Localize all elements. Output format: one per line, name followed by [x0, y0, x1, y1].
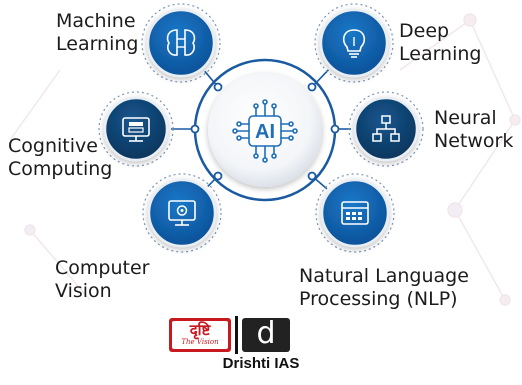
node-monitor-gear-icon — [142, 173, 222, 253]
node-dashed-ring — [314, 3, 394, 83]
connector-dot — [307, 171, 317, 181]
label-line: Computer — [55, 257, 150, 279]
brand-name: Drishti IAS — [222, 355, 300, 372]
node-dashed-ring — [142, 173, 222, 253]
node-lightbulb-icon — [314, 3, 394, 83]
label-line: Processing (NLP) — [299, 288, 458, 310]
label-machine-learning: Machine Learning — [56, 10, 139, 56]
drishti-hindi-logo: दृष्टि The Vision — [169, 318, 231, 352]
drishti-d-logo: d — [242, 318, 290, 352]
label-line: Learning — [399, 43, 482, 65]
node-dashed-ring — [348, 91, 424, 167]
node-dashed-ring — [315, 173, 395, 253]
label-line: Neural — [434, 107, 497, 129]
logo-inner: दृष्टि The Vision — [172, 321, 228, 349]
label-cognitive-computing: Cognitive Computing — [8, 135, 112, 181]
label-line: Machine — [56, 10, 136, 32]
network-icon — [372, 115, 400, 142]
background-network — [9, 13, 521, 306]
monitor-gear-icon — [168, 200, 196, 226]
node-dashed-ring — [98, 91, 174, 167]
label-line: Natural Language — [299, 265, 469, 287]
node-document-grid-icon — [315, 173, 395, 253]
node-network-icon — [348, 91, 424, 167]
node-circle — [147, 178, 217, 248]
logo-hindi-text: दृष्टि — [189, 321, 211, 339]
label-deep-learning: Deep Learning — [399, 20, 482, 66]
label-line: Cognitive — [8, 135, 98, 157]
connector-dot — [190, 124, 200, 134]
connector-dot — [307, 82, 317, 92]
connectors — [171, 69, 351, 190]
monitor-icon — [122, 117, 150, 142]
brain-icon — [166, 29, 196, 56]
label-line: Computing — [8, 158, 113, 180]
node-dashed-ring — [141, 3, 221, 83]
connector-dot — [213, 171, 223, 181]
label-neural-network: Neural Network — [434, 107, 513, 153]
ai-label: AI — [255, 121, 275, 143]
node-monitor-icon — [98, 91, 174, 167]
nodes — [98, 3, 424, 253]
label-line: Network — [434, 130, 514, 152]
node-circle — [103, 96, 169, 162]
label-line: Deep — [399, 20, 450, 42]
document-grid-icon — [341, 201, 369, 225]
label-computer-vision: Computer Vision — [55, 257, 149, 303]
label-nlp: Natural Language Processing (NLP) — [299, 265, 469, 311]
circuit-icon — [232, 99, 298, 163]
lightbulb-icon — [342, 29, 366, 58]
label-line: Learning — [56, 33, 139, 55]
connector-dot — [330, 124, 340, 134]
label-line: Vision — [55, 280, 112, 302]
node-brain-icon — [141, 3, 221, 83]
node-circle — [146, 8, 216, 78]
logo-hindi-subtext: The Vision — [181, 338, 219, 346]
logo-divider — [235, 316, 238, 354]
connector-dot — [213, 82, 223, 92]
